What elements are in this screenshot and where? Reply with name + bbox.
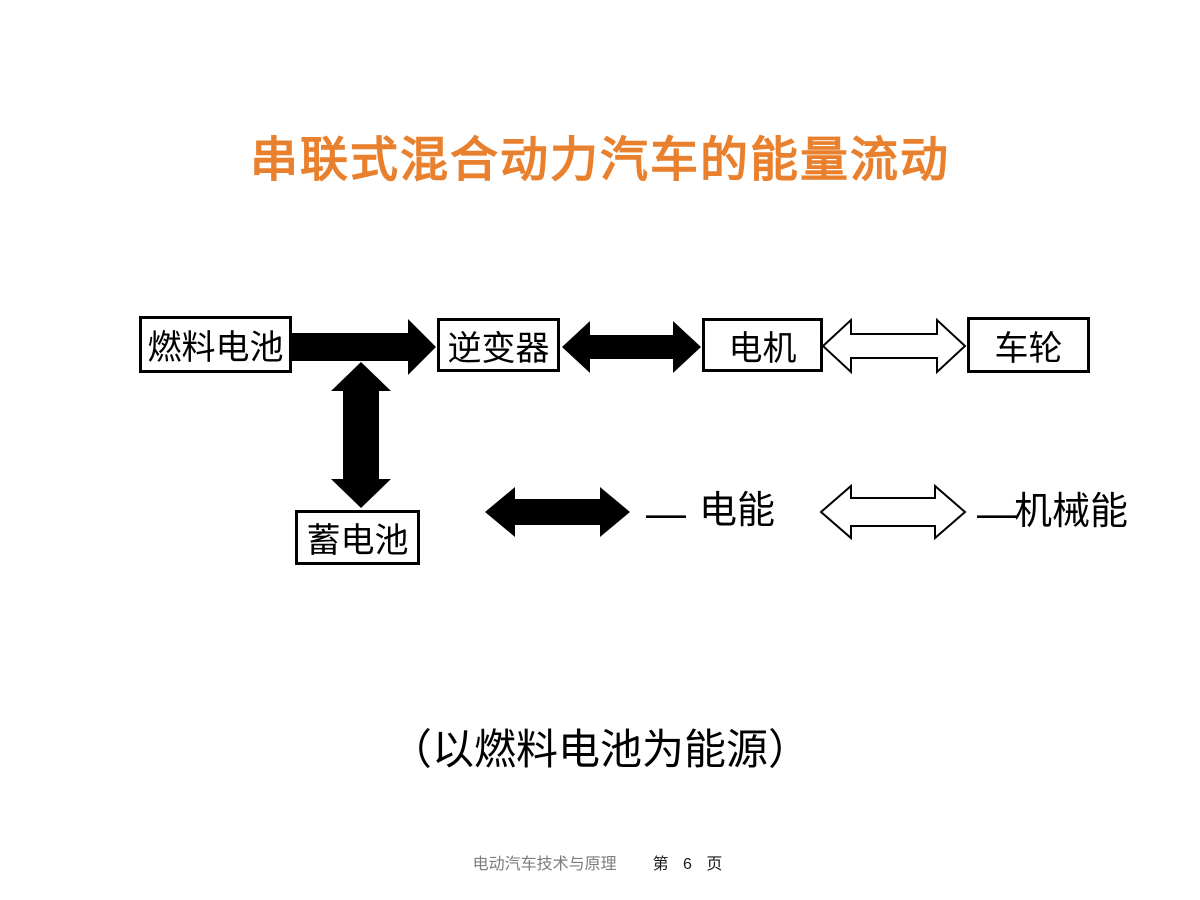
box-battery: 蓄电池 (295, 510, 420, 565)
footer: 电动汽车技术与原理 第 6 页 (0, 850, 1200, 874)
box-inverter-label: 逆变器 (447, 329, 550, 368)
box-motor-label: 电机 (728, 329, 797, 368)
arrow-inverter-motor-double-icon (562, 321, 701, 373)
legend-dash-mechanical: — (977, 492, 1017, 536)
footer-course-title: 电动汽车技术与原理 (472, 856, 617, 873)
box-motor: 电机 (702, 318, 823, 372)
box-battery-label: 蓄电池 (306, 522, 409, 560)
legend-solid-double-arrow-icon (485, 487, 630, 537)
legend-hollow-double-arrow-icon (819, 483, 967, 541)
page-title: 串联式混合动力汽车的能量流动 (249, 134, 950, 187)
arrow-motor-wheel-hollow-icon (821, 317, 967, 375)
legend-dash-electrical: — (646, 492, 686, 536)
box-fuel-cell-label: 燃料电池 (147, 329, 284, 367)
box-wheel-label: 车轮 (994, 329, 1063, 368)
box-inverter: 逆变器 (437, 318, 560, 372)
legend-label-electrical-energy: 电能 (699, 490, 776, 532)
box-fuel-cell: 燃料电池 (139, 316, 292, 373)
caption: （以燃料电池为能源） (389, 726, 810, 773)
arrow-fuel-cell-to-inverter-icon (292, 319, 436, 375)
box-wheel: 车轮 (967, 317, 1090, 373)
legend-label-mechanical-energy: 机械能 (1014, 491, 1129, 533)
footer-page-number: 第 6 页 (652, 856, 728, 873)
arrow-junction-battery-vertical-icon (331, 362, 391, 508)
